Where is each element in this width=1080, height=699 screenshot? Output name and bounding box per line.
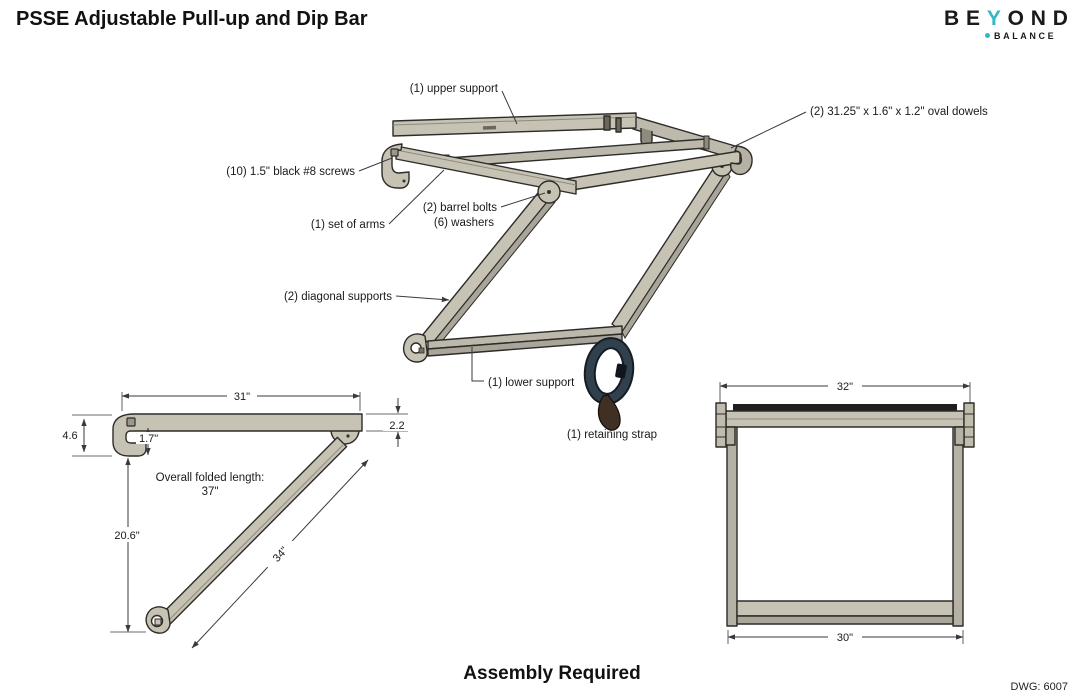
barrel-bolt-left bbox=[547, 190, 551, 194]
front-right-bracket bbox=[954, 402, 975, 448]
wall-hook-right bbox=[730, 145, 753, 176]
logo-dot-icon bbox=[985, 33, 990, 38]
front-right-leg bbox=[952, 426, 964, 627]
callout-upper-support: (1) upper support bbox=[410, 83, 499, 95]
callout-lower-support: (1) lower support bbox=[488, 377, 575, 389]
upper-support-edge bbox=[392, 116, 637, 126]
leader-lower-support bbox=[471, 347, 484, 382]
callout-barrel-bolts: (2) barrel bolts bbox=[423, 202, 497, 214]
side-hook-bolt bbox=[154, 618, 162, 626]
callout-washers: (6) washers bbox=[434, 217, 494, 229]
brand-logo-subline: BALANCE bbox=[944, 31, 1068, 43]
leader-upper-support bbox=[501, 90, 518, 125]
side-diagonal-edge bbox=[164, 443, 345, 625]
retaining-strap bbox=[583, 337, 635, 431]
side-diagonal-support bbox=[157, 436, 348, 628]
leader-barrel-bolts bbox=[500, 192, 546, 208]
adjustment-slot bbox=[615, 117, 622, 133]
wall-hook-left bbox=[381, 143, 410, 189]
side-screw-head bbox=[126, 417, 136, 427]
leader-screws bbox=[358, 157, 393, 172]
leader-set-of-arms bbox=[388, 169, 445, 225]
leader-oval-dowels bbox=[730, 111, 807, 149]
dim-hook-height: 4.6 bbox=[62, 430, 77, 442]
logo-letter-accent: Y bbox=[986, 7, 1001, 30]
logo-letter: E bbox=[965, 7, 980, 30]
logo-letter: O bbox=[1007, 7, 1024, 30]
callout-screws: (10) 1.5" black #8 screws bbox=[226, 166, 355, 178]
page-title: PSSE Adjustable Pull-up and Dip Bar bbox=[16, 8, 368, 30]
leader-diagonal-supports bbox=[395, 295, 450, 303]
brand-logo-subtext: BALANCE bbox=[994, 31, 1057, 41]
iso-assembly-view: (1) upper support (2) 31.25" x 1.6" x 1.… bbox=[226, 83, 988, 441]
dowel-end-tab bbox=[703, 135, 710, 150]
callout-diagonal-supports: (2) diagonal supports bbox=[284, 291, 392, 303]
front-left-leg bbox=[726, 426, 738, 627]
callout-oval-dowels: (2) 31.25" x 1.6" x 1.2" oval dowels bbox=[810, 106, 988, 118]
front-lower-bar-strip bbox=[736, 615, 954, 625]
screw-head bbox=[390, 148, 399, 157]
dim-bar-depth: 2.2 bbox=[389, 420, 404, 432]
callout-retaining-strap: (1) retaining strap bbox=[567, 429, 657, 441]
strap-tail bbox=[597, 394, 621, 431]
upper-support-bar bbox=[392, 112, 637, 137]
front-left-bracket bbox=[715, 402, 736, 448]
front-top-bar-dark-strip bbox=[733, 404, 957, 412]
folded-length-value: 37" bbox=[202, 486, 219, 498]
diagonal-support-right-edge bbox=[621, 169, 731, 340]
folded-length-label: Overall folded length: bbox=[156, 472, 265, 484]
left-arm-edge bbox=[395, 149, 577, 186]
logo-letter: D bbox=[1052, 7, 1068, 30]
front-lower-bar bbox=[736, 600, 954, 617]
dim-side-width: 31" bbox=[234, 391, 250, 403]
diagonal-support-right bbox=[611, 162, 728, 333]
dim-front-bottom-width: 30" bbox=[837, 632, 853, 644]
callout-set-of-arms: (1) set of arms bbox=[311, 219, 385, 231]
dim-front-top-width: 32" bbox=[837, 381, 853, 393]
upper-support-marking bbox=[482, 125, 497, 130]
side-pivot-bolt bbox=[346, 434, 350, 438]
hook-bolt bbox=[418, 347, 425, 354]
strap-buckle bbox=[615, 363, 627, 379]
logo-letter: N bbox=[1030, 7, 1046, 30]
assembly-required-note: Assembly Required bbox=[463, 663, 641, 684]
dim-folded-height: 20.6" bbox=[114, 530, 139, 542]
dim-hook-opening: 1.7" bbox=[139, 433, 158, 445]
front-view: 32" 30" bbox=[715, 379, 975, 644]
adjustment-slot bbox=[603, 115, 611, 131]
drawing-number: DWG: 6007 bbox=[1010, 681, 1068, 693]
side-view: 31" 4.6 1.7" 2.2 Overall folded length: … bbox=[62, 389, 411, 649]
logo-letter: B bbox=[944, 7, 960, 30]
screw-dot bbox=[402, 179, 406, 183]
